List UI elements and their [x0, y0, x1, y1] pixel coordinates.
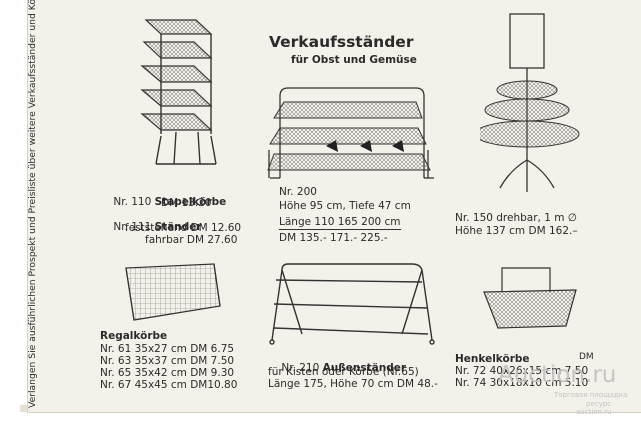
item-111: Nr. 111 Ständer — [100, 211, 202, 243]
rotating-stand-illustration — [480, 10, 590, 200]
item-110-price: DM 13.20 — [161, 197, 212, 209]
shelf-basket-row: Nr. 61 35x27 cm DM 6.75 — [100, 343, 235, 355]
item-210-number: Nr. 210 — [281, 361, 323, 374]
watermark-line: auction.ru — [576, 408, 612, 416]
display-rack-illustration — [266, 78, 436, 188]
item-210-use: für Kisten oder Körbe (Nr.65) — [268, 366, 419, 378]
handle-basket-row: Nr. 72 40x26x15 cm 7.50 — [455, 365, 589, 377]
handle-baskets-currency: DM — [579, 352, 594, 362]
stacking-baskets-illustration — [136, 14, 228, 184]
item-210-name: Außenständer — [322, 361, 407, 374]
handle-basket-illustration — [480, 262, 580, 334]
item-110-name: Stapelkörbe — [154, 195, 227, 208]
item-150-number: Nr. 150 drehbar, 1 m ∅ — [455, 212, 577, 224]
watermark-logo: Auction.ru — [498, 362, 617, 388]
handle-basket-row: Nr. 74 30x18x10 cm 5.10 — [455, 377, 589, 389]
item-111-mobile: fahrbar DM 27.60 — [145, 234, 238, 246]
item-110-number: Nr. 110 — [113, 195, 155, 208]
item-111-fixed: feststehend DM 12.60 — [125, 222, 242, 234]
outdoor-stand-illustration — [262, 260, 440, 350]
item-210: Nr. 210 Außenständer — [268, 352, 406, 384]
shelf-baskets-heading: Regalkörbe — [100, 330, 168, 342]
catalog-page: Verlangen Sie ausführlichen Prospekt und… — [27, 0, 641, 416]
watermark-line: ресурс — [586, 400, 612, 408]
page-title: Verkaufsständer — [269, 33, 414, 51]
item-150-price: Höhe 137 cm DM 162.– — [455, 225, 578, 237]
shelf-basket-row: Nr. 65 35x42 cm DM 9.30 — [100, 367, 235, 379]
item-111-number: Nr. 111 — [113, 220, 155, 233]
item-111-name: Ständer — [154, 220, 202, 233]
shelf-basket-row: Nr. 67 45x45 cm DM10.80 — [100, 379, 238, 391]
item-210-dimensions-price: Länge 175, Höhe 70 cm DM 48.- — [268, 378, 438, 390]
page-subtitle: für Obst und Gemüse — [291, 54, 417, 66]
handle-baskets-heading: Henkelkörbe — [455, 353, 530, 365]
item-200-number: Nr. 200 — [279, 186, 317, 198]
watermark-line: Торговая площадка — [554, 391, 628, 399]
shelf-basket-row: Nr. 63 35x37 cm DM 7.50 — [100, 355, 235, 367]
item-200-price: DM 135.- 171.- 225.- — [279, 232, 388, 244]
item-110: Nr. 110 Stapelkörbe — [100, 186, 226, 218]
item-200-length: Länge 110 165 200 cm — [279, 216, 401, 230]
item-200-height: Höhe 95 cm, Tiefe 47 cm — [279, 200, 411, 212]
sidebar-note: Verlangen Sie ausführlichen Prospekt und… — [27, 0, 38, 408]
shelf-basket-illustration — [120, 258, 226, 328]
